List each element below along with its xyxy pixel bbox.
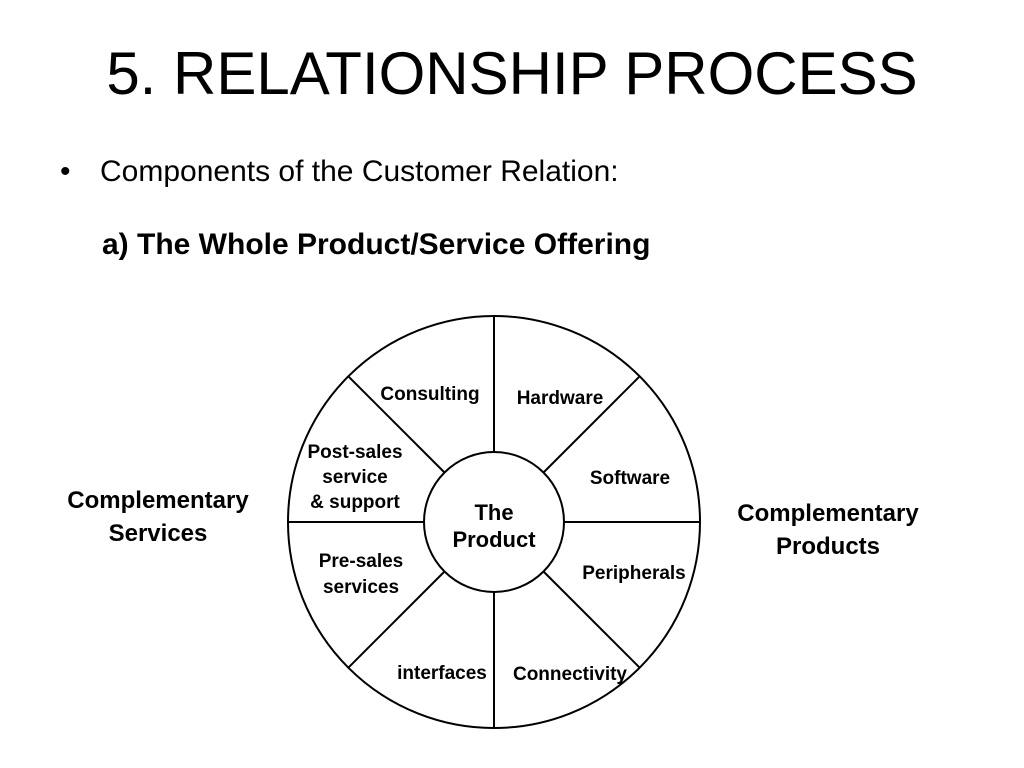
label-line: Services (108, 520, 208, 547)
label-line: Products (775, 533, 880, 560)
segment-label-post-sales: & support (310, 492, 400, 513)
spoke-line (347, 375, 446, 474)
segment-label-post-sales: Post-sales (307, 442, 402, 463)
segment-label-pre-sales: services (323, 577, 399, 598)
center-circle (423, 451, 565, 593)
label-line: Complementary (737, 500, 919, 527)
bullet-text: Components of the Customer Relation: (100, 155, 619, 188)
spoke-line (542, 570, 641, 669)
spoke-line (542, 375, 641, 474)
label-line: Complementary (67, 487, 249, 514)
segment-label-pre-sales: Pre-sales (319, 551, 404, 572)
segment-label-consulting: Consulting (380, 384, 479, 405)
center-label-line-2: Product (452, 527, 536, 552)
segment-label-software: Software (590, 468, 670, 489)
subheading: a) The Whole Product/Service Offering (102, 228, 651, 261)
complementary-products-label: Complementary Products (712, 497, 944, 563)
segment-label-interfaces: interfaces (397, 663, 487, 684)
segment-label-peripherals: Peripherals (582, 563, 686, 584)
bullet-dot: • (60, 155, 71, 188)
bullet-item: • Components of the Customer Relation: (60, 152, 619, 192)
segment-label-connectivity: Connectivity (513, 664, 627, 685)
slide-title: 5. RELATIONSHIP PROCESS (106, 40, 918, 107)
center-label-line-1: The (474, 500, 513, 525)
whole-product-wheel: The Product HardwareSoftwarePeripheralsC… (287, 315, 701, 729)
complementary-services-label: Complementary Services (40, 484, 276, 550)
segment-label-hardware: Hardware (517, 388, 604, 409)
segment-label-post-sales: service (322, 467, 388, 488)
spoke-line (347, 570, 446, 669)
